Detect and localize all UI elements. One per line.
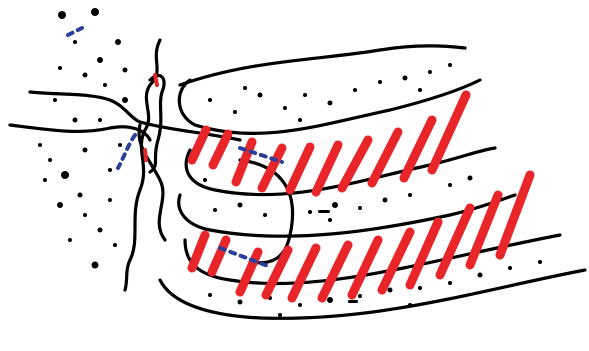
red-accent-1	[155, 75, 157, 85]
red-accent-2	[145, 150, 146, 160]
